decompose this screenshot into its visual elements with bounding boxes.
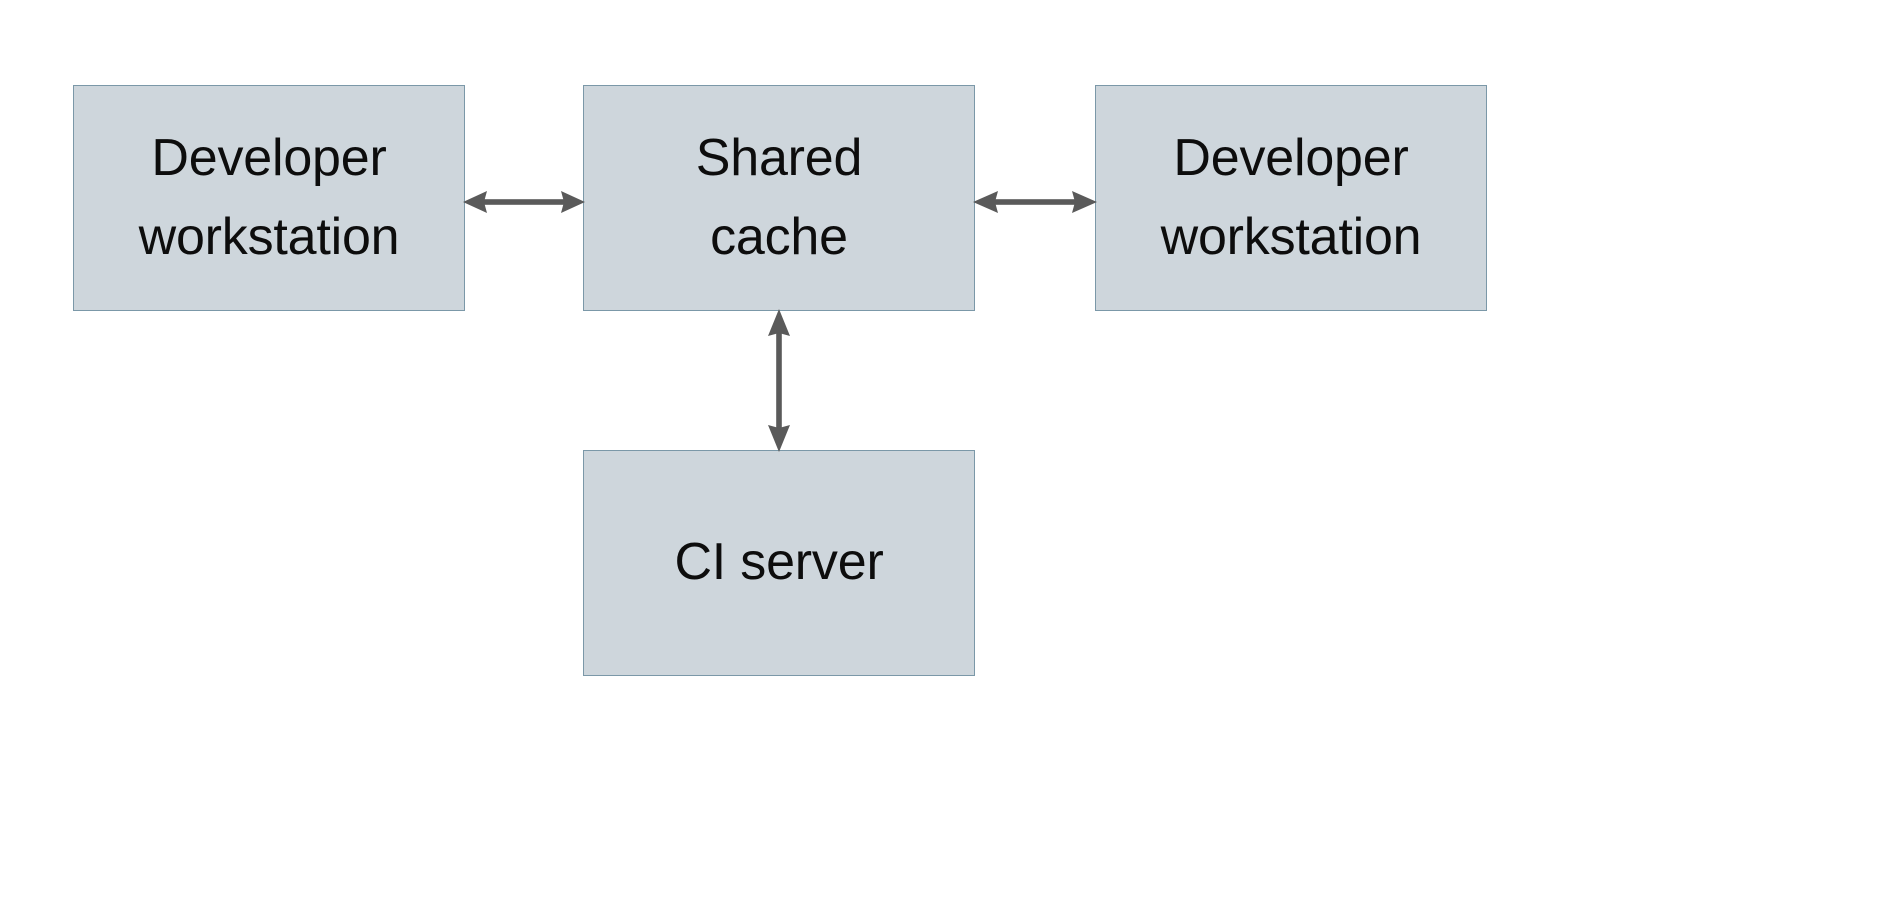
node-ci-server[interactable]: CI server: [583, 450, 975, 676]
node-label: Developer workstation: [138, 128, 400, 266]
node-shared-cache[interactable]: Shared cache: [583, 85, 975, 311]
node-developer-workstation-left[interactable]: Developer workstation: [73, 85, 465, 311]
double-arrow-icon: [463, 191, 585, 213]
edge-shared-cache-ci-server: [768, 309, 790, 452]
node-label: Developer workstation: [1160, 128, 1422, 266]
edge-dev-left-shared-cache: [463, 191, 585, 213]
node-label: CI server: [674, 533, 884, 592]
node-label: Shared cache: [695, 128, 863, 266]
double-arrow-icon: [768, 309, 790, 452]
node-developer-workstation-right[interactable]: Developer workstation: [1095, 85, 1487, 311]
double-arrow-icon: [973, 191, 1097, 213]
edge-shared-cache-dev-right: [973, 191, 1097, 213]
